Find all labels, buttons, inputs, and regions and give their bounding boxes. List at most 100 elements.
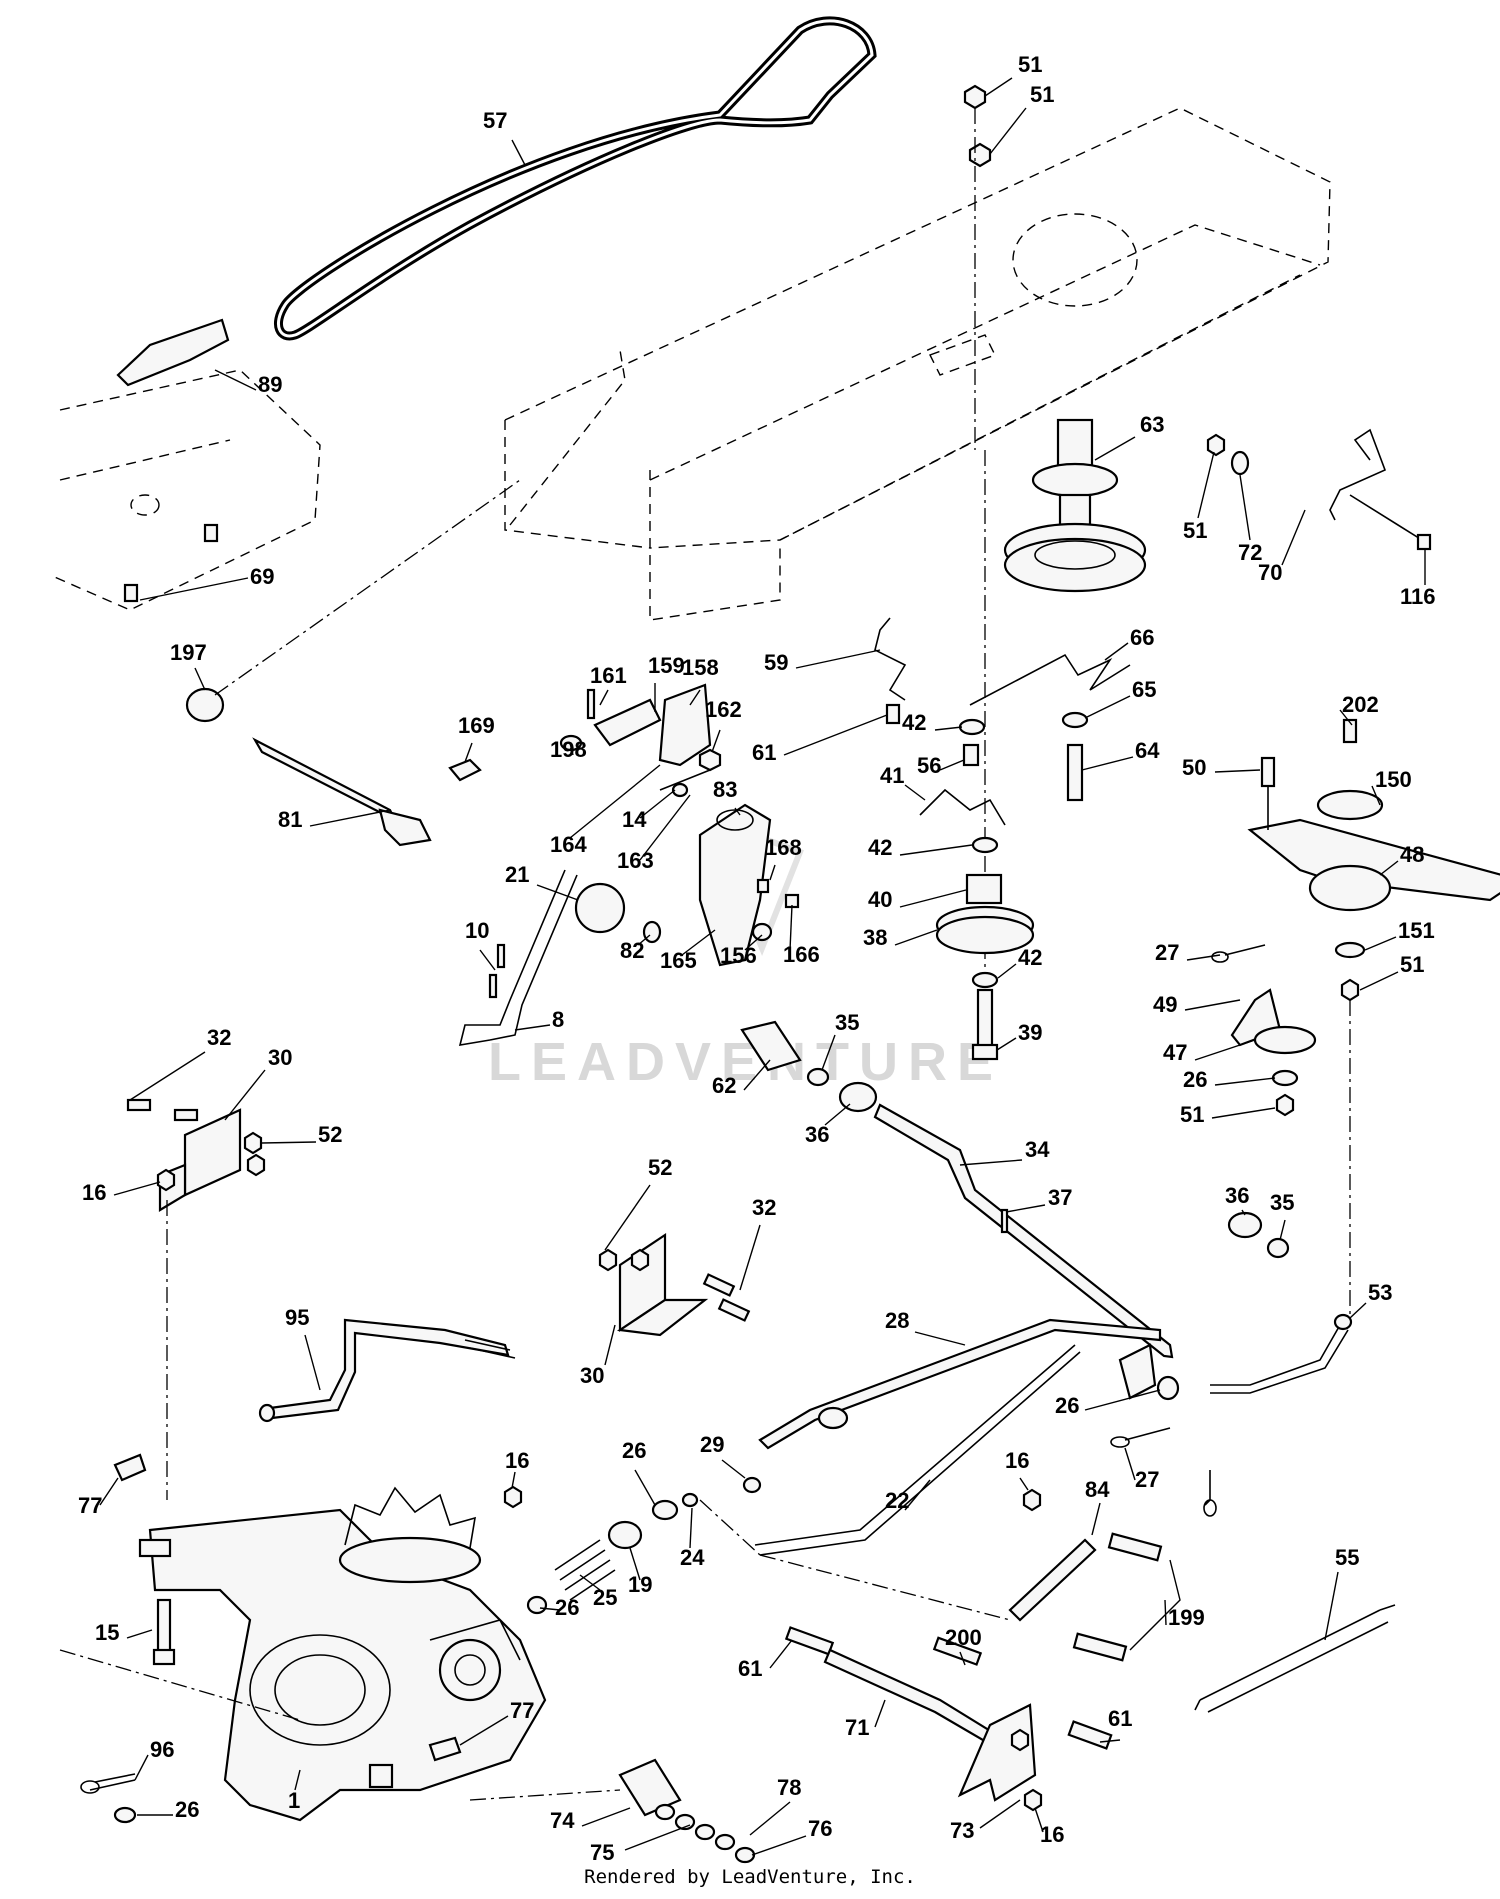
rod-53 <box>1210 1313 1353 1394</box>
callout-158: 158 <box>682 655 719 680</box>
callout-168: 168 <box>765 835 802 860</box>
leader-line <box>1084 1389 1161 1411</box>
callout-32: 32 <box>207 1025 231 1050</box>
leader-line <box>1094 436 1136 461</box>
callout-37: 37 <box>1048 1185 1072 1210</box>
leader-line <box>569 764 661 839</box>
leader-line <box>1081 756 1134 771</box>
callout-26: 26 <box>1183 1067 1207 1092</box>
transaxle-keys-pins <box>80 1453 462 1824</box>
callout-48: 48 <box>1400 842 1424 867</box>
leader-line <box>1239 474 1251 541</box>
hardware-82-156-166 <box>642 878 800 944</box>
leader-line <box>1349 1302 1367 1319</box>
bolts-69 <box>123 523 219 603</box>
leader-line <box>734 807 741 816</box>
leader-line <box>783 714 888 756</box>
callout-16: 16 <box>505 1448 529 1473</box>
callout-77: 77 <box>510 1698 534 1723</box>
leader-line <box>224 1069 266 1121</box>
callout-42: 42 <box>902 710 926 735</box>
callout-8: 8 <box>552 1007 564 1032</box>
callout-156: 156 <box>720 943 757 968</box>
callout-16: 16 <box>1040 1822 1064 1847</box>
callout-42: 42 <box>868 835 892 860</box>
callout-61: 61 <box>752 740 776 765</box>
leader-line <box>1241 1209 1246 1216</box>
callout-36: 36 <box>805 1122 829 1147</box>
watermark: LEADVENTURE <box>488 834 993 1092</box>
leader-line <box>789 904 793 951</box>
idler-pulley-47 <box>1230 941 1366 1320</box>
callout-83: 83 <box>713 777 737 802</box>
pulley-150-202 <box>1316 718 1384 821</box>
leader-line <box>749 1801 791 1836</box>
callout-66: 66 <box>1130 625 1154 650</box>
leader-line <box>1194 1039 1256 1061</box>
callout-42: 42 <box>1018 945 1042 970</box>
callout-70: 70 <box>1258 560 1282 585</box>
callout-199: 199 <box>1168 1605 1205 1630</box>
callout-198: 198 <box>550 737 587 762</box>
leader-line <box>739 1224 761 1291</box>
bolt-64-washer-65 <box>1061 711 1089 802</box>
callout-52: 52 <box>648 1155 672 1180</box>
leader-line <box>769 1639 793 1669</box>
leader-line <box>639 789 676 819</box>
leader-line <box>984 77 1013 97</box>
callout-164: 164 <box>550 832 587 857</box>
callout-26: 26 <box>555 1595 579 1620</box>
leader-line <box>599 689 609 706</box>
idler-bracket-48 <box>1247 756 1500 912</box>
callout-51: 51 <box>1030 82 1054 107</box>
spring-stack <box>503 1485 761 1615</box>
cotter-27-top <box>1211 944 1266 963</box>
callout-96: 96 <box>150 1737 174 1762</box>
leader-line <box>689 1507 693 1549</box>
callout-161: 161 <box>590 663 627 688</box>
callout-26: 26 <box>1055 1393 1079 1418</box>
leader-line <box>1324 1571 1339 1641</box>
leader-line <box>997 963 1017 979</box>
leader-line <box>464 742 473 763</box>
callout-19: 19 <box>628 1572 652 1597</box>
leader-line <box>479 949 496 971</box>
callout-159: 159 <box>648 653 685 678</box>
leader-line <box>989 107 1027 155</box>
callout-116: 116 <box>1400 584 1436 609</box>
leader-line <box>824 1103 851 1126</box>
callout-162: 162 <box>705 697 742 722</box>
callout-64: 64 <box>1135 738 1160 763</box>
leader-line <box>536 884 579 901</box>
leader-line <box>899 844 973 856</box>
leader-line <box>1379 860 1399 876</box>
callout-36: 36 <box>1225 1183 1249 1208</box>
idler-stack <box>919 450 1035 1061</box>
leader-line <box>126 1629 153 1639</box>
leader-line <box>904 1479 931 1511</box>
bracket-30-lower <box>598 1232 751 1337</box>
callout-27: 27 <box>1135 1467 1159 1492</box>
callout-35: 35 <box>835 1010 859 1035</box>
leader-line <box>639 794 691 861</box>
leader-line <box>113 1181 161 1196</box>
callout-51: 51 <box>1018 52 1042 77</box>
callout-14: 14 <box>622 807 647 832</box>
callout-166: 166 <box>783 942 820 967</box>
leader-line <box>743 1059 771 1091</box>
callout-165: 165 <box>660 948 697 973</box>
callout-82: 82 <box>620 938 644 963</box>
leader-line <box>459 1715 509 1746</box>
leader-line <box>1164 1599 1167 1626</box>
leader-line <box>129 1051 206 1101</box>
leader-line <box>581 1807 631 1827</box>
leader-line <box>624 1824 691 1851</box>
shift-lever-8 <box>458 869 578 1046</box>
callout-47: 47 <box>1163 1040 1187 1065</box>
callout-56: 56 <box>917 753 941 778</box>
leader-line <box>1099 1739 1121 1743</box>
callout-27: 27 <box>1155 940 1179 965</box>
leader-line <box>514 1024 551 1031</box>
leader-line <box>721 1459 746 1479</box>
